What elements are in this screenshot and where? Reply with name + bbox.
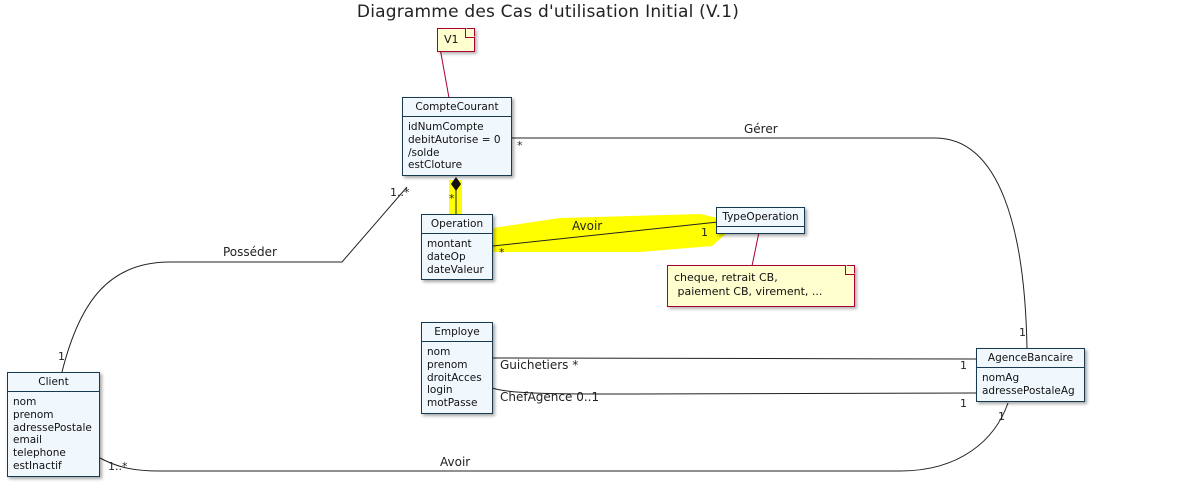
class-compte-courant[interactable]: CompteCourant idNumCompte debitAutorise … <box>402 97 512 177</box>
diagram-title: Diagramme des Cas d'utilisation Initial … <box>356 2 740 22</box>
class-client[interactable]: Client nom prenom adressePostale email t… <box>7 372 100 477</box>
label-posseder: Posséder <box>223 245 277 259</box>
attribute-list: nom prenom droitAcces login motPasse <box>422 342 492 413</box>
avoir-client-line <box>99 402 1009 472</box>
avoir-type-line <box>492 221 719 247</box>
attribute: adressePostale <box>13 421 92 434</box>
note-type-operation-line: paiement CB, virement, ... <box>674 285 823 298</box>
attribute: montant <box>427 238 472 250</box>
class-name: Employe <box>422 323 492 342</box>
attribute: dateValeur <box>427 263 484 276</box>
attribute: estCloture <box>408 159 463 172</box>
mult-posseder-source: 1 <box>58 350 65 363</box>
note-link-type <box>751 231 760 267</box>
posseder-line <box>61 186 408 373</box>
attribute: adressePostaleAg <box>982 384 1075 397</box>
chef-agence-line <box>491 387 977 395</box>
class-operation[interactable]: Operation montant dateOp dateValeur <box>421 214 493 281</box>
note-type-operation-line: cheque, retrait CB, <box>674 271 778 284</box>
attribute: telephone <box>13 447 66 460</box>
attribute-list: nom prenom adressePostale email telephon… <box>8 392 99 476</box>
mult-avoir-type-source: * <box>499 246 505 259</box>
class-agence-bancaire[interactable]: AgenceBancaire nomAg adressePostaleAg <box>976 348 1085 402</box>
mult-avoir-client-source: 1..* <box>108 460 128 473</box>
attribute: dateOp <box>427 250 466 263</box>
note-version: V1 <box>437 28 475 52</box>
attribute: debitAutorise = 0 <box>408 133 501 146</box>
label-chef-agence: ChefAgence 0..1 <box>500 390 600 404</box>
attribute: login <box>427 384 453 397</box>
label-guichetiers: Guichetiers * <box>500 358 579 372</box>
attribute: estInactif <box>13 459 62 472</box>
class-name: AgenceBancaire <box>977 349 1084 368</box>
label-gerer: Gérer <box>744 122 778 136</box>
attribute-list <box>717 227 804 233</box>
mult-gerer-source: * <box>517 139 523 152</box>
gerer-line <box>511 137 1028 350</box>
class-name: Client <box>8 373 99 392</box>
attribute-list: montant dateOp dateValeur <box>422 234 492 279</box>
mult-guichetiers-target: 1 <box>960 359 967 372</box>
mult-gerer-target: 1 <box>1019 326 1026 339</box>
label-avoir-client: Avoir <box>440 455 471 469</box>
class-name: Operation <box>422 215 492 234</box>
mult-posseder-target: 1..* <box>390 186 410 199</box>
class-name: TypeOperation <box>717 208 804 227</box>
note-type-operation: cheque, retrait CB, paiement CB, viremen… <box>667 265 855 307</box>
attribute: nomAg <box>982 372 1020 384</box>
attribute-list: idNumCompte debitAutorise = 0 /solde est… <box>403 117 511 175</box>
attribute: email <box>13 434 42 447</box>
note-fold <box>845 265 855 275</box>
note-version-text: V1 <box>444 33 459 46</box>
class-employe[interactable]: Employe nom prenom droitAcces login motP… <box>421 322 493 414</box>
note-fold <box>465 28 475 38</box>
attribute: nom <box>427 346 451 358</box>
mult-avoir-type-target: 1 <box>701 226 708 239</box>
mult-chef-agence-target: 1 <box>960 397 967 410</box>
composition-diamond <box>451 177 461 191</box>
mult-avoir-client-target: 1 <box>998 410 1005 423</box>
attribute: prenom <box>13 408 54 421</box>
attribute: prenom <box>427 358 468 371</box>
attribute: /solde <box>408 146 440 159</box>
attribute: nom <box>13 396 37 408</box>
class-name: CompteCourant <box>403 98 511 117</box>
attribute: motPasse <box>427 397 478 410</box>
label-avoir-type: Avoir <box>572 219 603 233</box>
mult-composition-part: * <box>449 192 455 205</box>
class-type-operation[interactable]: TypeOperation <box>716 207 805 234</box>
attribute: droitAcces <box>427 371 482 384</box>
guichetiers-line <box>491 357 977 360</box>
attribute: idNumCompte <box>408 121 484 133</box>
attribute-list: nomAg adressePostaleAg <box>977 368 1084 401</box>
